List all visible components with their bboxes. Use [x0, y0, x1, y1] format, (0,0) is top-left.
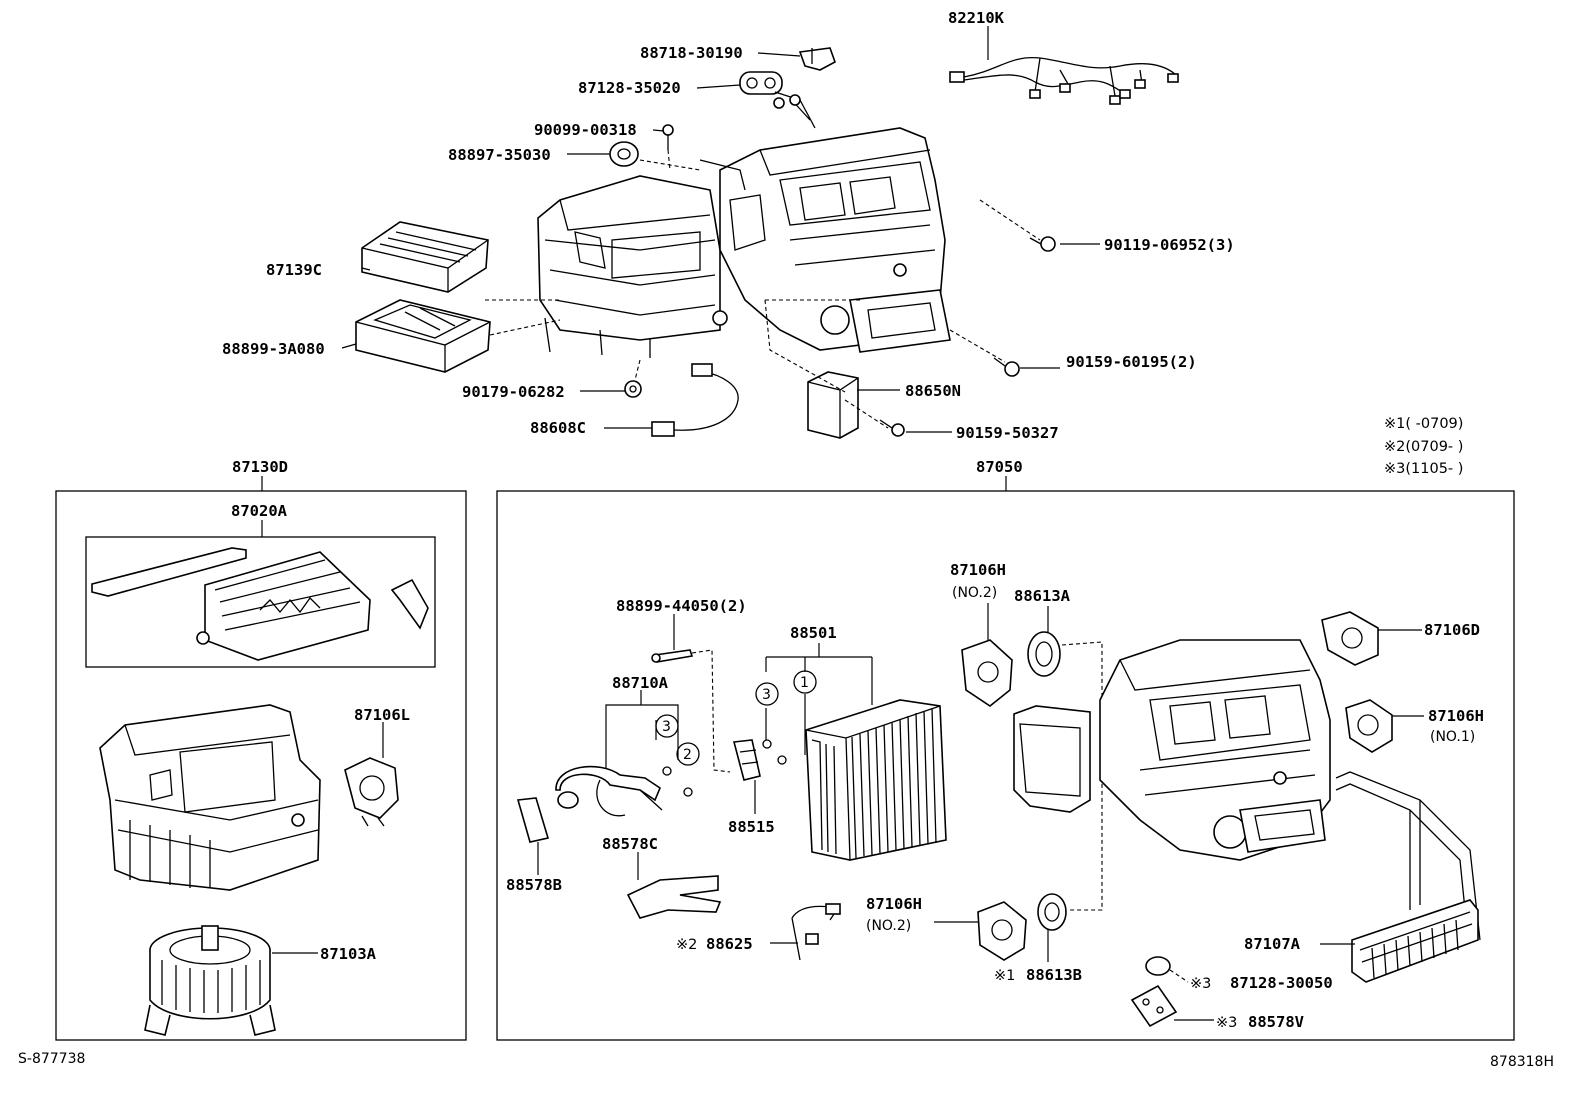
label-90099-00318: 90099-00318	[534, 121, 637, 139]
filter-87139c	[361, 221, 489, 293]
marker-88625: ※2	[676, 937, 697, 953]
label-87106l: 87106L	[354, 706, 410, 724]
label-82210k: 82210K	[948, 9, 1005, 27]
gear-88613a	[1027, 631, 1061, 677]
label-88608c: 88608C	[530, 419, 586, 437]
seal-88578b	[516, 797, 550, 843]
clip-88578c	[626, 875, 722, 919]
marker-88613b: ※1	[994, 968, 1015, 984]
note-2: ※2(0709- )	[1384, 439, 1463, 455]
label-88899-44050: 88899-44050(2)	[616, 597, 747, 615]
label-87106d: 87106D	[1424, 621, 1480, 639]
label-88718-30190: 88718-30190	[640, 44, 743, 62]
note-1: ※1( -0709)	[1384, 416, 1463, 432]
label-88625: 88625	[706, 935, 753, 953]
bolt-90159-60195	[993, 357, 1020, 377]
label-88650n: 88650N	[905, 382, 961, 400]
label-87103a: 87103A	[320, 945, 377, 963]
label-90179-06282: 90179-06282	[462, 383, 565, 401]
clip-88718-30190	[798, 47, 836, 71]
label-87050: 87050	[976, 458, 1023, 476]
label-90119-06952: 90119-06952(3)	[1104, 236, 1235, 254]
actuator-87106l	[344, 757, 399, 827]
grommet-87128-35020	[739, 71, 783, 95]
blower-motor-87103a	[144, 925, 276, 1036]
callout-3-b: 3	[662, 719, 671, 735]
label-87020a: 87020A	[231, 502, 288, 520]
callout-1: 1	[800, 675, 809, 691]
label-88501: 88501	[790, 624, 837, 642]
label-90159-50327: 90159-50327	[956, 424, 1059, 442]
gear-88613b	[1037, 893, 1067, 931]
actuator-87106h-no1	[1345, 699, 1393, 753]
note-3: ※3(1105- )	[1384, 461, 1463, 477]
blower-case-87020a	[91, 547, 429, 661]
hvac-housing-top	[537, 91, 951, 358]
oring-3	[662, 766, 672, 776]
label-87106h-no2-lower: 87106H	[866, 895, 922, 913]
code-right: 878318H	[1490, 1054, 1554, 1070]
label-87139c: 87139C	[266, 261, 322, 279]
actuator-87106d	[1321, 611, 1379, 666]
label-88613a: 88613A	[1014, 587, 1071, 605]
marker-88578v: ※3	[1216, 1015, 1237, 1031]
label-87106h-no2-upper-sub: (NO.2)	[952, 585, 997, 601]
heater-core-87107a	[1335, 771, 1481, 983]
oring-2	[683, 787, 693, 797]
marker-87128-30050: ※3	[1190, 976, 1211, 992]
label-87128-35020: 87128-35020	[578, 79, 681, 97]
label-87130d: 87130D	[232, 458, 288, 476]
actuator-87106h-no2-upper	[961, 639, 1013, 707]
actuator-87106h-no2-lower	[977, 901, 1027, 961]
label-87107a: 87107A	[1244, 935, 1301, 953]
label-87106h-no2-upper: 87106H	[950, 561, 1006, 579]
label-88710a: 88710A	[612, 674, 669, 692]
seal-88897-35030	[609, 141, 639, 167]
box-87020a	[85, 536, 436, 668]
label-88899-3a080: 88899-3A080	[222, 340, 325, 358]
label-87106h-no1: 87106H	[1428, 707, 1484, 725]
bolt-90119-06952	[1029, 236, 1056, 252]
filter-frame-88899-3a080	[355, 299, 491, 373]
grommet-87128-30050	[1145, 956, 1171, 976]
label-87128-30050: 87128-30050	[1230, 974, 1333, 992]
label-88578b: 88578B	[506, 876, 562, 894]
pipe-88710a	[555, 765, 663, 817]
screw-90159-50327	[879, 419, 905, 437]
sensor-88608c	[651, 363, 739, 437]
label-87106h-no1-sub: (NO.1)	[1430, 729, 1475, 745]
amplifier-88650n	[807, 371, 859, 439]
seal-88578v	[1130, 984, 1178, 1028]
label-88515: 88515	[728, 818, 775, 836]
blower-case-assembly	[99, 704, 321, 891]
callout-2: 2	[683, 747, 692, 763]
label-88578c: 88578C	[602, 835, 658, 853]
nut-90179-06282	[624, 380, 642, 398]
callout-3-a: 3	[762, 687, 771, 703]
evaporator-88501	[805, 699, 947, 861]
hvac-housing-lower	[1013, 639, 1331, 861]
harness-88625	[791, 903, 841, 961]
screw-88899-44050	[651, 649, 694, 663]
code-left: S-877738	[18, 1051, 85, 1067]
screw-90099-00318	[662, 124, 674, 150]
wire-harness-82210k	[949, 26, 1179, 105]
label-88613b: 88613B	[1026, 966, 1082, 984]
label-88578v: 88578V	[1248, 1013, 1304, 1031]
box-87130d	[55, 490, 467, 1041]
label-88897-35030: 88897-35030	[448, 146, 551, 164]
expansion-valve-88515	[732, 739, 761, 781]
label-87106h-no2-lower-sub: (NO.2)	[866, 918, 911, 934]
label-90159-60195: 90159-60195(2)	[1066, 353, 1197, 371]
